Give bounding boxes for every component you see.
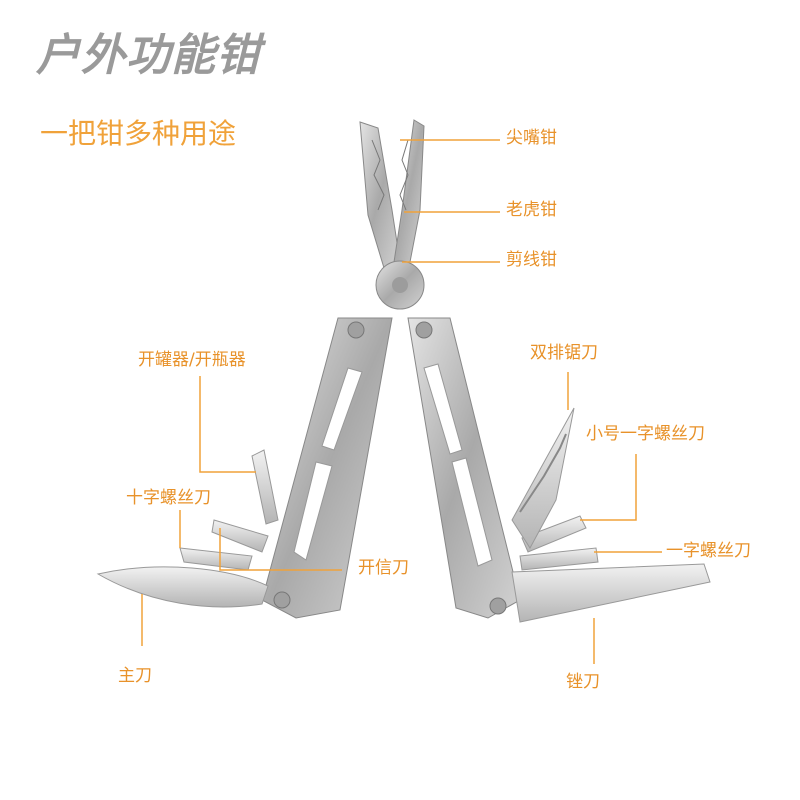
page-title: 户外功能钳 (36, 30, 261, 81)
label-file: 锉刀 (566, 672, 600, 692)
label-wire-cutter: 剪线钳 (506, 250, 557, 270)
label-small-flat-screwdriver: 小号一字螺丝刀 (586, 424, 705, 444)
right-tools (511, 407, 711, 623)
label-phillips-screwdriver: 十字螺丝刀 (126, 488, 211, 508)
label-flat-screwdriver: 一字螺丝刀 (666, 541, 751, 561)
label-double-saw: 双排锯刀 (530, 343, 598, 363)
label-main-knife: 主刀 (118, 666, 152, 686)
right-handle (407, 317, 521, 619)
label-letter-opener: 开信刀 (358, 558, 409, 578)
plier-jaws (359, 119, 425, 310)
label-tiger-pliers: 老虎钳 (506, 200, 557, 220)
label-needle-nose-pliers: 尖嘴钳 (506, 128, 557, 148)
label-can-bottle-opener: 开罐器/开瓶器 (138, 350, 246, 370)
leader-lines (141, 139, 662, 664)
page-subtitle: 一把钳多种用途 (40, 117, 237, 150)
left-tools (96, 449, 279, 608)
left-handle (261, 317, 393, 619)
